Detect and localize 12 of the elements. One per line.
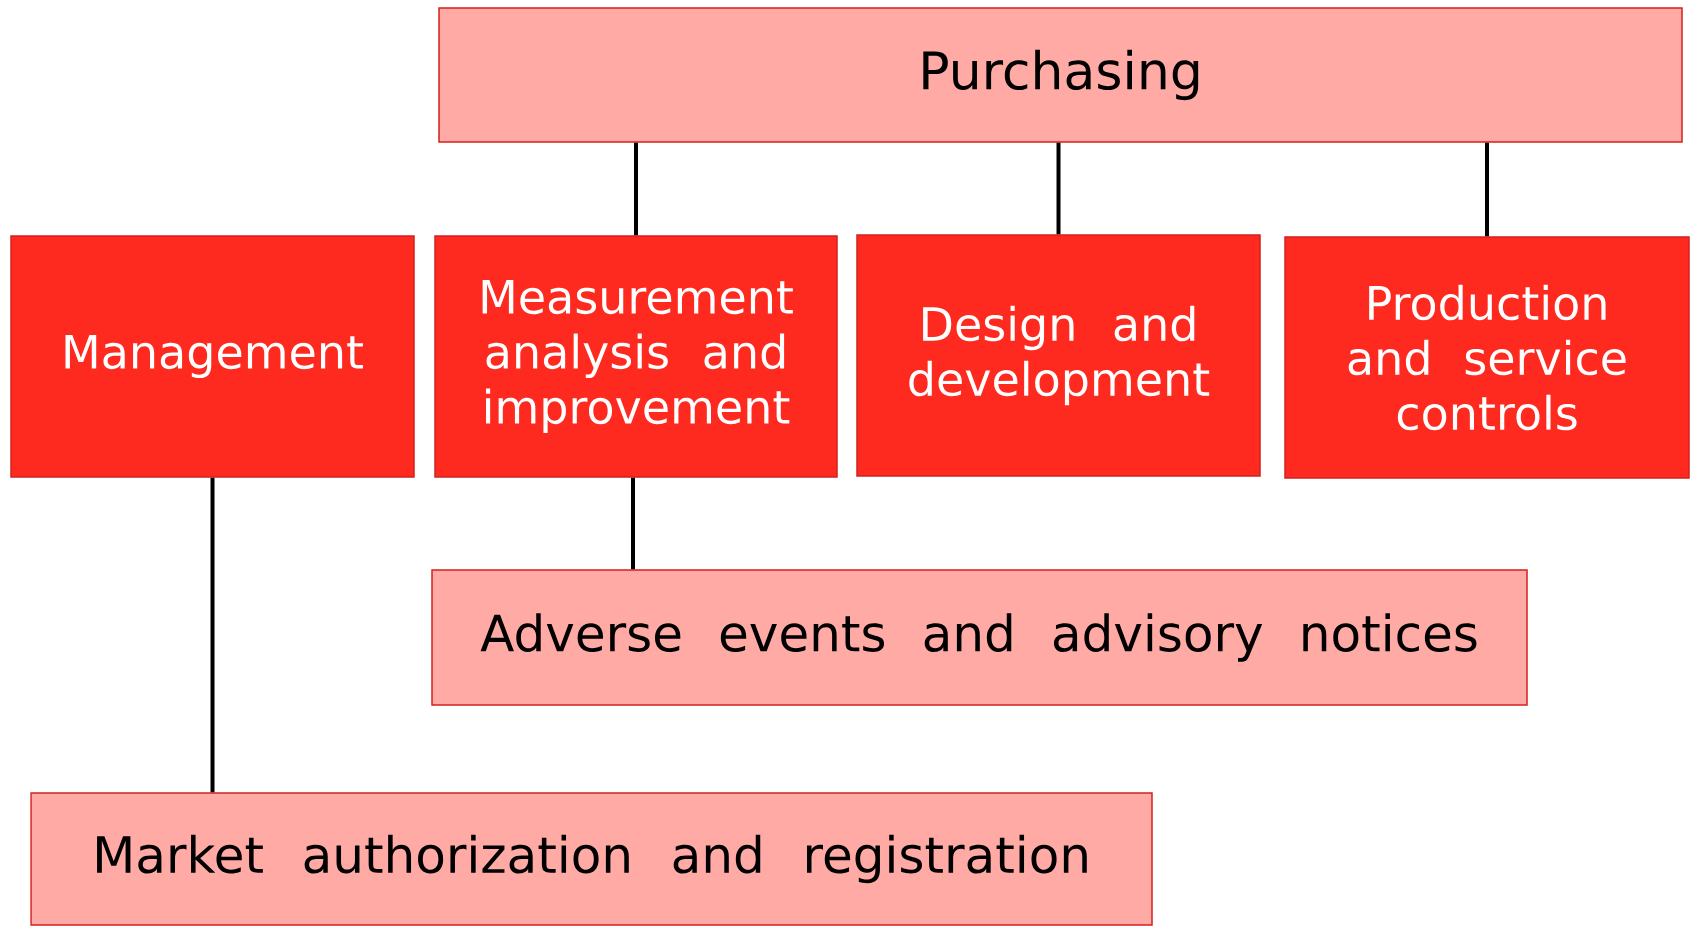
connector-line: [634, 142, 638, 236]
process-box: Management: [10, 235, 415, 478]
category-band: Market authorization and registration: [30, 792, 1153, 926]
connector-line: [631, 477, 635, 570]
process-box: Measurement analysis and improvement: [434, 235, 838, 478]
process-box: Production and service controls: [1284, 236, 1690, 479]
connector-line: [1056, 142, 1061, 235]
category-band: Adverse events and advisory notices: [431, 569, 1528, 706]
category-band: Purchasing: [438, 7, 1683, 143]
connector-line: [1485, 142, 1489, 237]
process-box: Design and development: [856, 234, 1261, 477]
connector-line: [210, 477, 215, 793]
